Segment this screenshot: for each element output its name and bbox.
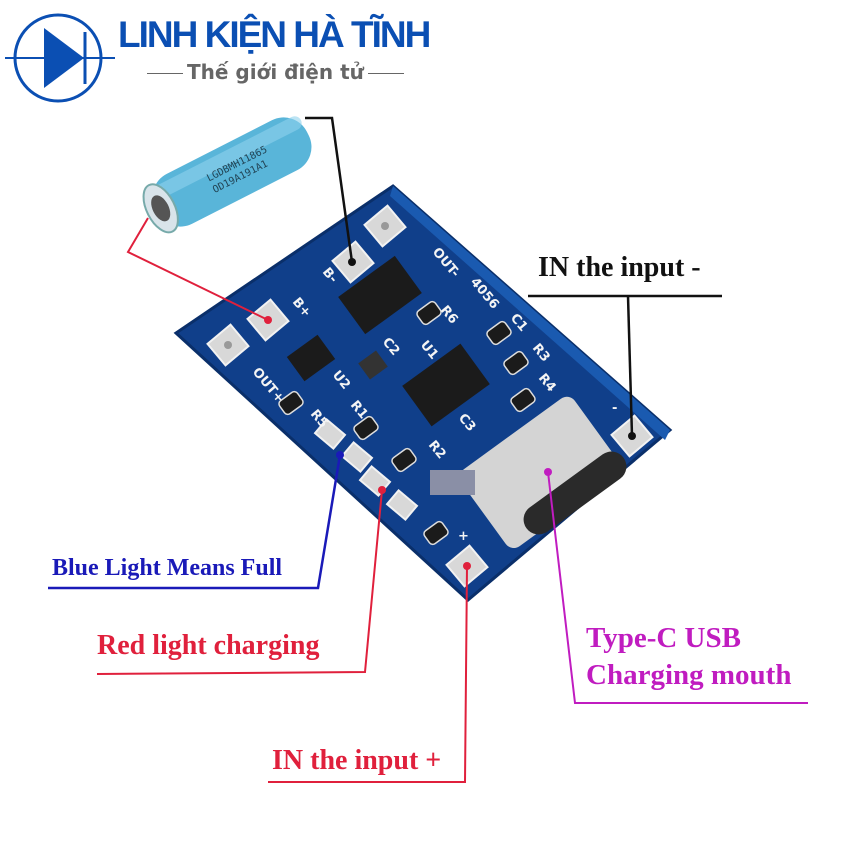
silk-in-plus: + [458,529,469,544]
leader-b-minus [305,116,354,263]
leader-in-plus [268,565,468,783]
tp4056-board-image: B+ B- OUT- OUT+ 4056 U1 U2 R1 R2 R3 R4 R… [173,184,673,602]
leader-b-plus [126,217,269,321]
label-in-minus: IN the input - [538,252,701,283]
logo-brand: LINH KIỆN HÀ TĨNH [118,14,431,55]
leader-in-minus [626,295,634,437]
usb-c-port [430,396,627,549]
label-typec-line2: Charging mouth [586,659,792,691]
leader-typec [547,471,808,704]
label-in-plus: IN the input + [272,745,442,776]
battery-image: LGDBMH11865 OD19A191A1 [142,116,312,234]
leader-blue-light [48,454,342,590]
silk-in-minus: - [612,401,617,416]
label-red-light: Red light charging [97,630,320,661]
label-typec-line1: Type-C USB [586,622,741,654]
leader-red-light [96,489,383,675]
label-blue-light: Blue Light Means Full [52,555,283,581]
logo-tagline: Thế giới điện tử [143,60,408,84]
diode-logo-icon [5,13,115,103]
